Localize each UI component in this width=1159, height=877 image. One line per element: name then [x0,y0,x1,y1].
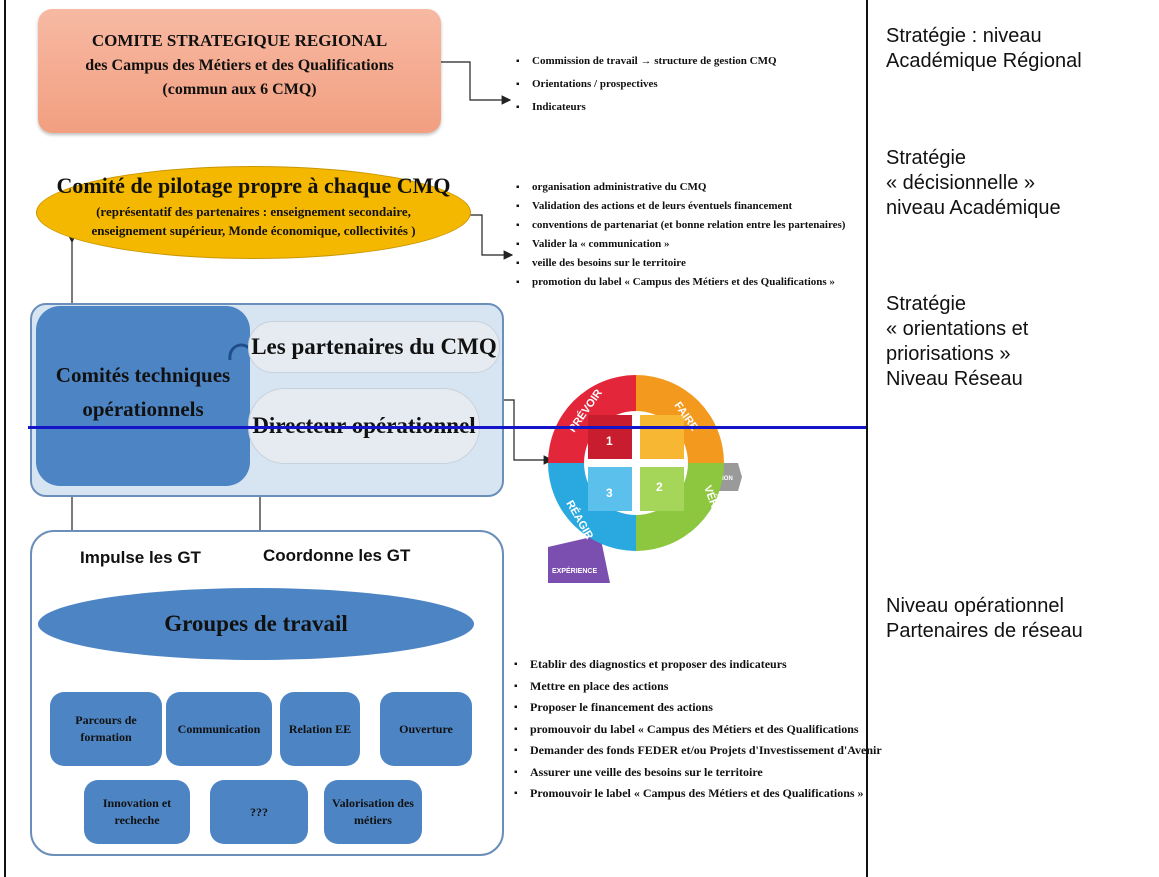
list-item: Promouvoir le label « Campus des Métiers… [514,783,882,805]
left-border-line [4,0,6,877]
level-2-line: « décisionnelle » [886,172,1035,194]
puzzle-piece-green [640,467,684,511]
level-4-line: Partenaires de réseau [886,620,1083,642]
level-2-line: niveau Académique [886,197,1061,219]
list-item: promotion du label « Campus des Métiers … [516,273,845,292]
level-3-line: Stratégie [886,293,967,315]
column-divider-line [866,0,868,877]
node-trades-promotion: Valorisation des métiers [324,780,422,844]
partners-pill: Les partenaires du CMQ [248,321,500,373]
level-4-line: Niveau opérationnel [886,595,1064,617]
technical-committees-line1: Comités techniques [55,363,231,387]
node-training-paths: Parcours de formation [50,692,162,766]
list-item: Valider la « communication » [516,235,845,254]
list-item: Demander des fonds FEDER et/ou Projets d… [514,740,882,762]
node-communication: Communication [166,692,272,766]
pilotage-points-list: organisation administrative du CMQ Valid… [516,178,845,292]
puzzle-piece-orange [640,415,684,459]
level-3-line: priorisations » [886,343,1011,365]
level-3-line: « orientations et [886,318,1029,340]
cycle-number-2: 2 [656,480,663,494]
level-1-text: Stratégie : niveau Académique Régional [886,24,1082,74]
work-points-list: Etablir des diagnostics et proposer des … [514,654,882,805]
list-item: conventions de partenariat (et bonne rel… [516,216,845,235]
strategic-title: COMITE STRATEGIQUE REGIONAL [91,31,388,50]
list-item: Indicateurs [516,96,777,119]
list-item: Commission de travail → structure de ges… [516,50,777,73]
strategic-points-list: Commission de travail → structure de ges… [516,50,777,119]
blue-divider-line [28,426,866,429]
node-innovation-research: Innovation et recheche [84,780,190,844]
level-1-line: Stratégie : niveau [886,25,1042,47]
node-unknown: ??? [210,780,308,844]
level-3-line: Niveau Réseau [886,368,1023,390]
list-item: Assurer une veille des besoins sur le te… [514,762,882,784]
list-item: veille des besoins sur le territoire [516,254,845,273]
cycle-number-1: 1 [606,434,613,448]
list-item: promouvoir du label « Campus des Métiers… [514,719,882,741]
technical-committees-box: Comités techniques opérationnels [36,306,250,486]
level-3-text: Stratégie « orientations et priorisation… [886,292,1028,392]
pilotage-title: Comité de pilotage propre à chaque CMQ [56,173,451,198]
strategic-note: (commun aux 6 CMQ) [162,81,317,98]
experience-label: EXPÉRIENCE [552,566,597,575]
list-item: Proposer le financement des actions [514,697,882,719]
regional-strategic-committee-box: COMITE STRATEGIQUE REGIONAL des Campus d… [38,9,441,133]
node-openness: Ouverture [380,692,472,766]
pdca-cycle-graphic: EXPÉRIENCE INNOVATION PRÉVOIR FAIRE VÉRI… [548,375,742,583]
list-item: Mettre en place des actions [514,676,882,698]
cycle-number-3: 3 [606,486,613,500]
technical-committees-line2: opérationnels [82,397,204,421]
list-item: organisation administrative du CMQ [516,178,845,197]
level-2-line: Stratégie [886,147,967,169]
puzzle-piece-blue [588,467,632,511]
pilotage-connector-arrow [469,214,514,260]
work-groups-ellipse: Groupes de travail [38,588,474,660]
level-4-text: Niveau opérationnel Partenaires de résea… [886,594,1083,644]
experience-banner [548,535,610,583]
pilotage-subtitle-line1: (représentatif des partenaires : enseign… [96,204,411,219]
list-item: Validation des actions et de leurs évent… [516,197,845,216]
list-item: Orientations / prospectives [516,73,777,96]
impulse-label: Impulse les GT [80,548,201,567]
level-2-text: Stratégie « décisionnelle » niveau Acadé… [886,146,1061,221]
pilotage-subtitle-line2: enseignement supérieur, Monde économique… [91,223,416,238]
list-item: Etablir des diagnostics et proposer des … [514,654,882,676]
coordinate-label: Coordonne les GT [263,546,411,565]
level-1-line: Académique Régional [886,50,1082,72]
strategic-subtitle: des Campus des Métiers et des Qualificat… [85,57,394,74]
strategic-connector-arrow [441,61,512,105]
steering-committee-ellipse: Comité de pilotage propre à chaque CMQ (… [36,166,471,259]
node-relation-ee: Relation EE [280,692,360,766]
